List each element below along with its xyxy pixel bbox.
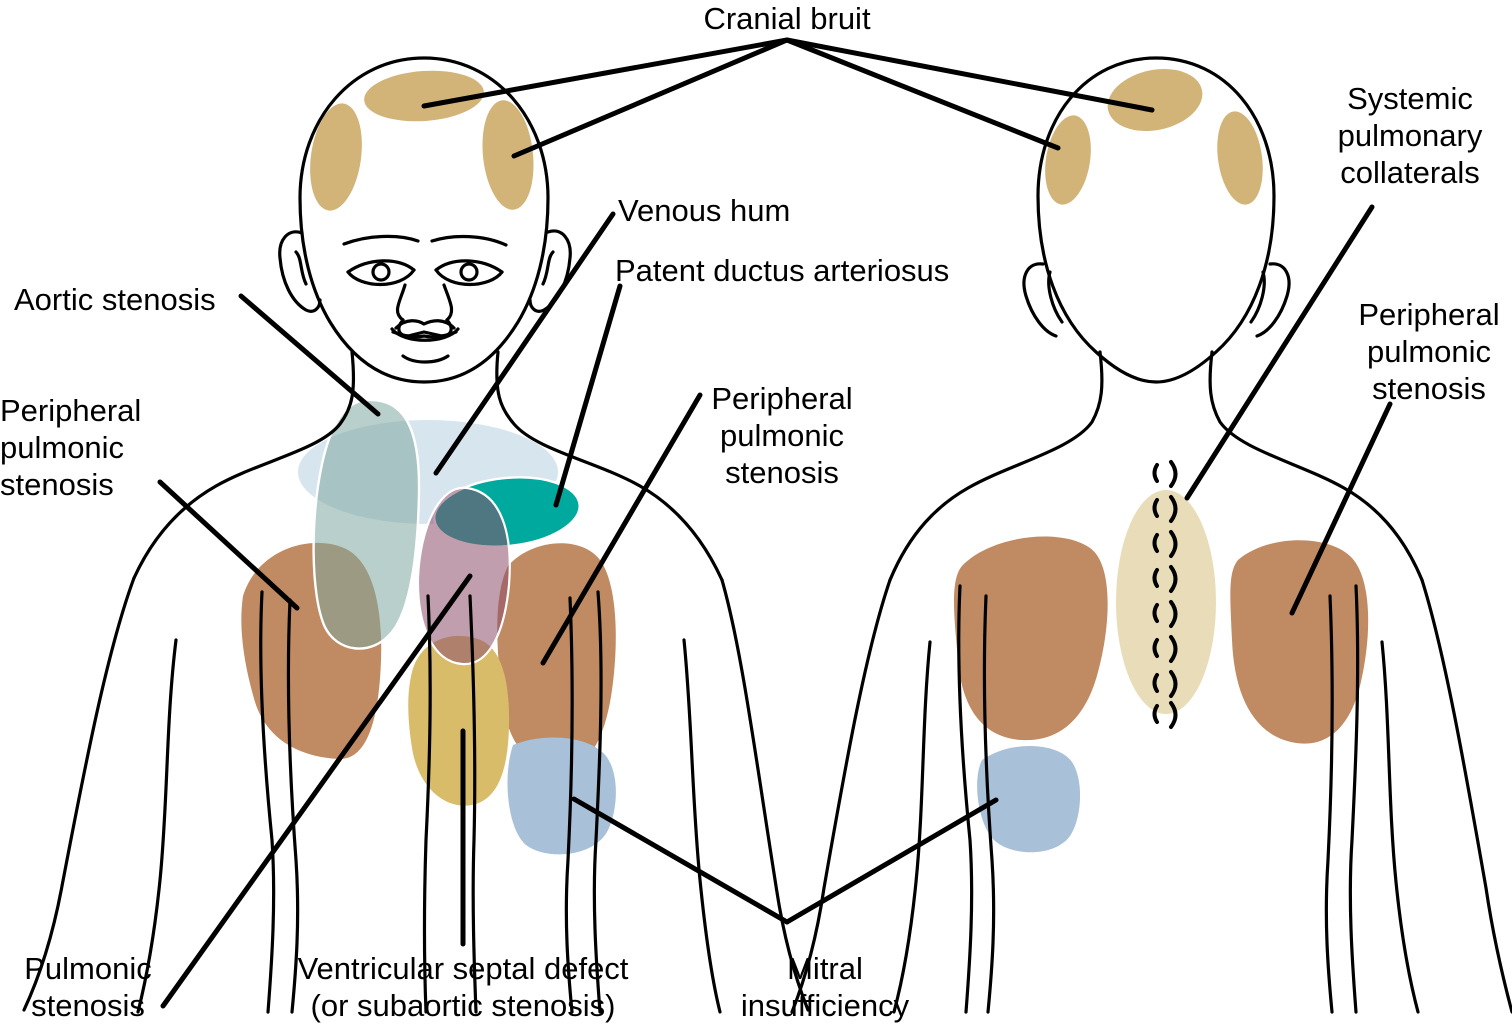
- cranial-vertex-patch-posterior: [1107, 69, 1203, 131]
- cranial-vertex-patch-anterior: [364, 70, 484, 122]
- leader-cranial-bruit-hub-right: [784, 37, 1155, 113]
- cranial-left-temporal-patch-anterior: [310, 103, 362, 211]
- label-aortic-stenosis: Aortic stenosis: [14, 282, 216, 317]
- cranial-right-temporal-patch-posterior: [1217, 111, 1263, 205]
- leader-lines: [157, 37, 1393, 1009]
- label-peripheral-pulmonic-stenosis-right: Peripheral pulmonic stenosis: [1358, 297, 1500, 406]
- mitral-insufficiency-region-posterior: [977, 745, 1081, 853]
- label-pulmonic-stenosis: Pulmonic stenosis: [24, 951, 152, 1023]
- posterior-body-outline: [790, 56, 1512, 1014]
- leader-aortic-stenosis: [238, 293, 381, 417]
- label-venous-hum: Venous hum: [618, 193, 791, 228]
- posterior-color-regions: [954, 69, 1369, 853]
- label-cranial-bruit: Cranial bruit: [703, 1, 871, 36]
- leader-pulmonic-stenosis: [160, 573, 473, 1009]
- cranial-left-temporal-patch-posterior: [1045, 115, 1091, 205]
- label-peripheral-pulmonic-stenosis-center: Peripheral pulmonic stenosis: [711, 381, 853, 490]
- systemic-pulmonary-collaterals-spine-region: [1116, 490, 1216, 714]
- aortic-stenosis-region: [312, 398, 421, 650]
- leader-systemic-pulmonary-collaterals: [1184, 204, 1375, 501]
- label-mitral-insufficiency: Mitral insufficiency: [740, 951, 910, 1023]
- vertebrae-marks: [1152, 460, 1178, 729]
- label-systemic-pulmonary-collaterals: Systemic pulmonary collaterals: [1337, 81, 1483, 190]
- leader-patent-ductus-arteriosus: [553, 283, 623, 508]
- leader-cranial-bruit-hub-right2: [784, 37, 1061, 151]
- anterior-color-regions: [241, 70, 616, 855]
- peripheral-pulmonic-stenosis-right-lung-anterior: [497, 543, 616, 771]
- mitral-insufficiency-region-anterior: [507, 737, 616, 855]
- peripheral-pulmonic-stenosis-left-lung-posterior: [954, 536, 1108, 741]
- leader-peripheral-pulmonic-stenosis-left: [157, 479, 300, 611]
- peripheral-pulmonic-stenosis-right-lung-posterior: [1230, 540, 1369, 744]
- leader-peripheral-pulmonic-stenosis-right: [1289, 401, 1393, 616]
- leader-mitral-insufficiency-left: [571, 796, 790, 925]
- ventricular-septal-defect-region: [408, 635, 510, 806]
- pulmonic-stenosis-region: [416, 486, 511, 666]
- leader-venous-hum: [433, 211, 616, 476]
- leader-peripheral-pulmonic-stenosis-center: [540, 392, 703, 666]
- anterior-body-outline: [22, 56, 810, 1014]
- cranial-right-temporal-patch-anterior: [482, 100, 534, 210]
- label-ventricular-septal-defect: Ventricular septal defect (or subaortic …: [297, 951, 629, 1023]
- leader-cranial-bruit-hub-mid: [511, 37, 790, 159]
- leader-cranial-bruit-hub-left: [421, 37, 790, 109]
- label-peripheral-pulmonic-stenosis-left: Peripheral pulmonic stenosis: [0, 393, 142, 502]
- label-patent-ductus-arteriosus: Patent ductus arteriosus: [615, 253, 950, 288]
- leader-mitral-insufficiency-right: [784, 797, 999, 925]
